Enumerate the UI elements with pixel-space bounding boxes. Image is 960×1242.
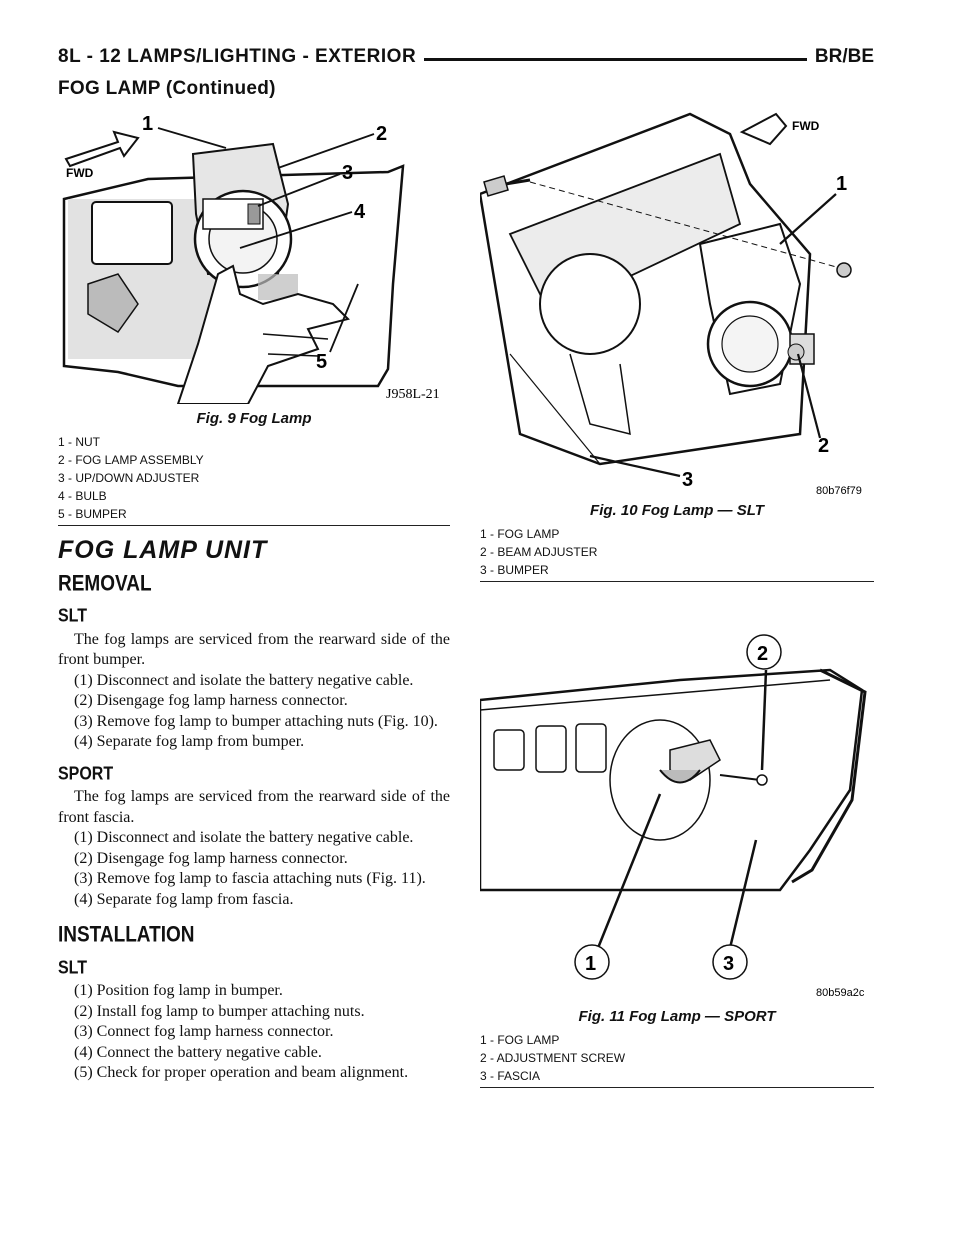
fig10-legend-item: 2 - BEAM ADJUSTER bbox=[480, 545, 598, 559]
install-step: (5) Check for proper operation and beam … bbox=[74, 1064, 409, 1081]
fig10-illustration: FWD 1 2 3 80b76f79 bbox=[480, 112, 862, 494]
slt-step: (2) Disengage fog lamp harness connector… bbox=[74, 692, 348, 709]
fig10-caption: Fig. 10 Fog Lamp — SLT bbox=[590, 502, 764, 519]
continued-heading: FOG LAMP (Continued) bbox=[58, 78, 276, 99]
fig10-fwd-label: FWD bbox=[792, 119, 820, 133]
fig9-caption: Fig. 9 Fog Lamp bbox=[196, 410, 312, 427]
slt-intro: The fog lamps are serviced from the rear… bbox=[58, 630, 450, 669]
fig9-rule bbox=[58, 525, 450, 526]
fig10-legend-item: 3 - BUMPER bbox=[480, 563, 549, 577]
procedure-text: FOG LAMP UNIT REMOVAL SLT The fog lamps … bbox=[58, 536, 450, 1084]
fig11-callout-1: 1 bbox=[585, 953, 596, 975]
figure-11: 2 1 3 80b59a2c Fig. 11 Fog Lamp — SPORT … bbox=[480, 630, 874, 1088]
fig11-legend-item: 3 - FASCIA bbox=[480, 1069, 541, 1083]
removal-heading: REMOVAL bbox=[58, 571, 152, 596]
page-header: 8L - 12 LAMPS/LIGHTING - EXTERIOR BR/BE bbox=[58, 46, 874, 74]
fig11-legend-item: 1 - FOG LAMP bbox=[480, 1033, 560, 1047]
fig9-legend-item: 5 - BUMPER bbox=[58, 507, 127, 521]
slt-step: (3) Remove fog lamp to bumper attaching … bbox=[74, 712, 438, 730]
slt-heading: SLT bbox=[58, 606, 88, 627]
fig9-legend-item: 3 - UP/DOWN ADJUSTER bbox=[58, 471, 200, 485]
fig10-legend: 1 - FOG LAMP 2 - BEAM ADJUSTER 3 - BUMPE… bbox=[480, 525, 874, 579]
fig9-legend-item: 1 - NUT bbox=[58, 435, 100, 449]
slt-step: (4) Separate fog lamp from bumper. bbox=[74, 733, 305, 750]
fig11-callout-3: 3 bbox=[723, 953, 734, 975]
header-rule bbox=[58, 58, 874, 61]
fig9-legend-item: 4 - BULB bbox=[58, 489, 107, 503]
fig10-callout-1: 1 bbox=[836, 173, 847, 195]
fig9-code: J958L-21 bbox=[386, 387, 440, 402]
fig11-legend: 1 - FOG LAMP 2 - ADJUSTMENT SCREW 3 - FA… bbox=[480, 1031, 874, 1085]
sport-step: (1) Disconnect and isolate the battery n… bbox=[74, 829, 414, 846]
fig9-legend-item: 2 - FOG LAMP ASSEMBLY bbox=[58, 453, 204, 467]
fig9-callout-1: 1 bbox=[142, 113, 153, 135]
sport-step: (2) Disengage fog lamp harness connector… bbox=[74, 849, 348, 867]
install-step: (4) Connect the battery negative cable. bbox=[74, 1043, 322, 1061]
fig9-legend: 1 - NUT 2 - FOG LAMP ASSEMBLY 3 - UP/DOW… bbox=[58, 433, 450, 523]
fig11-code: 80b59a2c bbox=[816, 987, 865, 999]
figure-10: FWD 1 2 3 80b76f79 Fig. 10 Fog Lamp — SL… bbox=[480, 104, 874, 582]
section-title: FOG LAMP UNIT bbox=[58, 536, 268, 564]
fig11-rule bbox=[480, 1087, 874, 1088]
sport-heading: SPORT bbox=[58, 764, 114, 784]
fig9-callout-5: 5 bbox=[316, 351, 327, 373]
fig10-legend-item: 1 - FOG LAMP bbox=[480, 527, 560, 541]
fig9-illustration: FWD 1 2 3 4 5 J958L-21 bbox=[62, 113, 440, 404]
fig10-callout-2: 2 bbox=[818, 435, 829, 457]
install-step: (3) Connect fog lamp harness connector. bbox=[74, 1023, 334, 1040]
fig11-legend-item: 2 - ADJUSTMENT SCREW bbox=[480, 1051, 626, 1065]
header-model-code: BR/BE bbox=[806, 46, 874, 68]
sport-intro: The fog lamps are serviced from the rear… bbox=[58, 788, 450, 826]
fig9-callout-4: 4 bbox=[354, 201, 366, 223]
installation-slt-heading: SLT bbox=[58, 958, 88, 978]
figure-9: FWD 1 2 3 4 5 J958L-21 Fig. 9 Fog Lamp 1… bbox=[58, 104, 450, 526]
fig9-fwd-label: FWD bbox=[66, 166, 94, 180]
sport-step: (4) Separate fog lamp from fascia. bbox=[74, 890, 294, 908]
fig10-callout-3: 3 bbox=[682, 469, 693, 491]
fig10-rule bbox=[480, 581, 874, 582]
fig11-caption: Fig. 11 Fog Lamp — SPORT bbox=[578, 1008, 776, 1025]
fig11-illustration: 2 1 3 80b59a2c bbox=[480, 634, 867, 999]
slt-step: (1) Disconnect and isolate the battery n… bbox=[74, 671, 414, 689]
install-step: (2) Install fog lamp to bumper attaching… bbox=[74, 1002, 365, 1020]
fig11-callout-2: 2 bbox=[757, 643, 768, 665]
install-step: (1) Position fog lamp in bumper. bbox=[74, 982, 283, 999]
sport-step: (3) Remove fog lamp to fascia attaching … bbox=[74, 870, 426, 887]
fig9-callout-2: 2 bbox=[376, 123, 387, 145]
fig9-callout-3: 3 bbox=[342, 162, 353, 184]
installation-heading: INSTALLATION bbox=[58, 923, 195, 948]
header-section-title: 8L - 12 LAMPS/LIGHTING - EXTERIOR bbox=[58, 46, 425, 68]
fig10-code: 80b76f79 bbox=[816, 485, 862, 494]
